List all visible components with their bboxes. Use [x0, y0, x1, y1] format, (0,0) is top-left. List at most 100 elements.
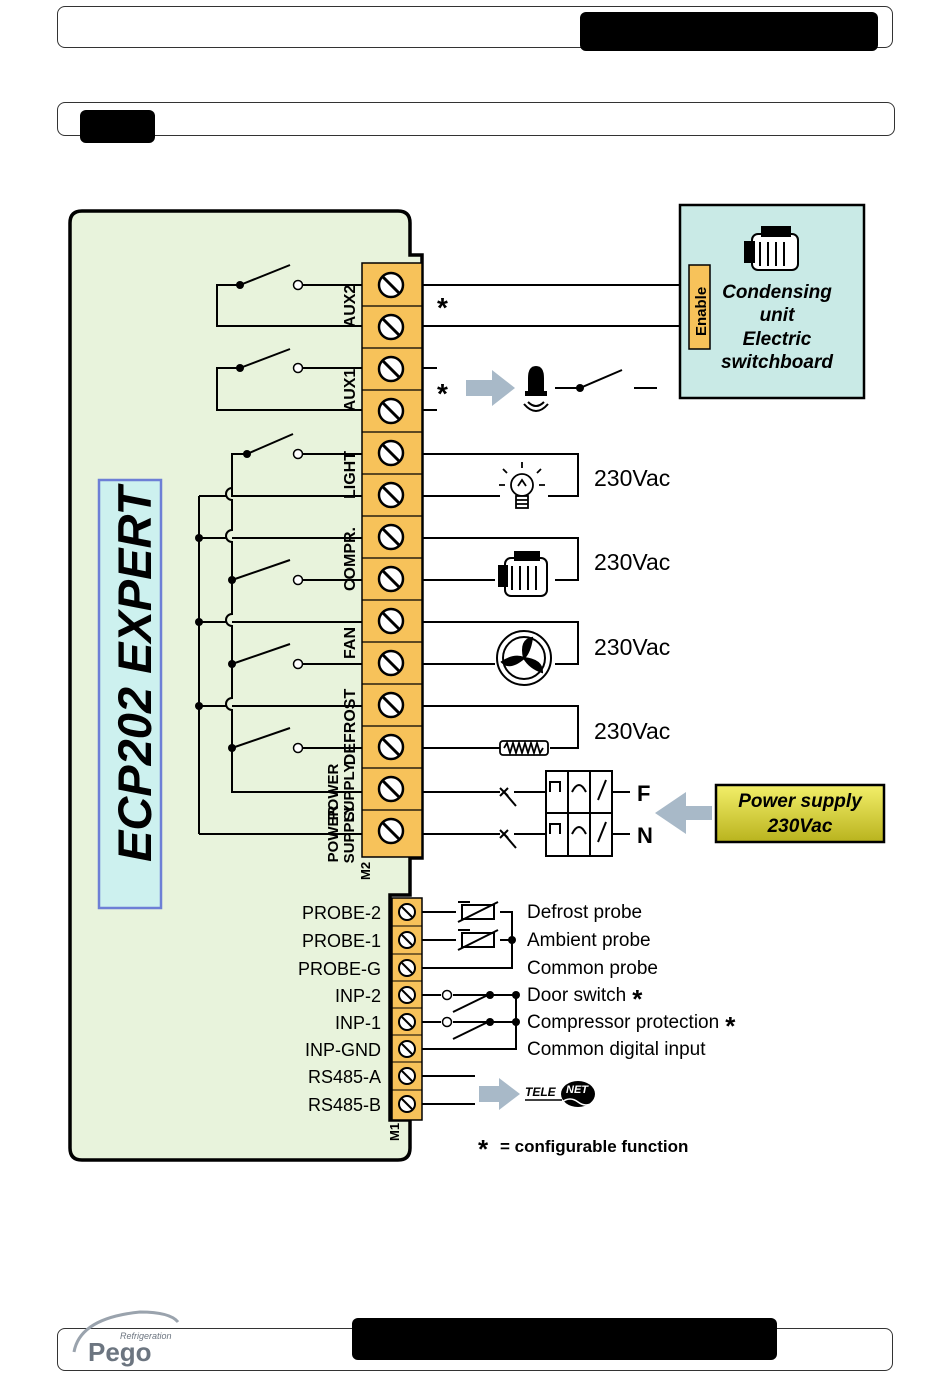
telenet-net: NET — [566, 1084, 589, 1096]
power-supply-line2: 230Vac — [767, 816, 833, 837]
breaker-icon — [545, 770, 613, 857]
m2-screw-icon — [377, 733, 405, 761]
m2-screw-icon — [377, 775, 405, 803]
enable-label: Enable — [693, 287, 710, 336]
condensing-line4: switchboard — [721, 352, 833, 373]
footer-black-bar — [352, 1318, 777, 1360]
light-bulb-icon — [499, 462, 545, 509]
m2-label-aux1: AUX1 — [342, 369, 359, 412]
m2-label-aux2: AUX2 — [342, 285, 359, 328]
siren-icon — [523, 366, 549, 412]
configurable-star: * — [632, 984, 643, 1014]
voltage-label: 230Vac — [594, 465, 670, 491]
condensing-line1: Condensing — [722, 282, 832, 303]
voltage-label: 230Vac — [594, 718, 670, 744]
m1-screw-icon — [398, 986, 416, 1004]
m2-screw-icon — [377, 649, 405, 677]
legend-text: = configurable function — [500, 1137, 688, 1156]
m1-screw-icon — [398, 1040, 416, 1058]
pego-logo-text: Pego — [88, 1337, 152, 1367]
fan-icon — [496, 630, 552, 686]
section-number-badge — [80, 110, 155, 143]
relay-open-contacts — [292, 279, 304, 754]
m1-terminal-label: RS485-A — [308, 1067, 381, 1087]
m2-terminal-block — [361, 262, 423, 858]
pego-logo-sub: Refrigeration — [120, 1331, 172, 1341]
enable-tag — [688, 264, 711, 350]
device-name-panel — [97, 478, 163, 910]
m2-screw-icon — [377, 397, 405, 425]
m2-label-light: LIGHT — [342, 451, 359, 499]
m1-terminal-label: INP-GND — [305, 1040, 381, 1060]
m2-screw-icon — [377, 355, 405, 383]
m1-terminal-description: Door switch — [527, 985, 626, 1006]
m1-terminal-label: PROBE-G — [298, 959, 381, 979]
voltage-label: 230Vac — [594, 634, 670, 660]
telenet-arrow-icon — [479, 1078, 520, 1110]
m2-screw-icon — [377, 271, 405, 299]
condensing-compressor-icon — [744, 226, 799, 271]
condensing-line3: Electric — [743, 329, 812, 350]
m2-screw-icon — [377, 439, 405, 467]
heater-icon — [499, 739, 549, 757]
power-supply-line1: Power supply — [738, 791, 863, 812]
m2-label-fan: FAN — [342, 627, 359, 659]
m1-terminal-description: Defrost probe — [527, 902, 642, 923]
legend-star: * — [478, 1134, 489, 1164]
m1-terminal-label: RS485-B — [308, 1095, 381, 1115]
m1-screw-icon — [398, 1067, 416, 1085]
m1-terminal-description: Compressor protection — [527, 1012, 719, 1033]
m1-terminal-label: PROBE-2 — [302, 903, 381, 923]
m2-label-compr: COMPR. — [342, 527, 359, 591]
aux1-star: * — [437, 378, 448, 409]
m1-screw-icon — [398, 959, 416, 977]
m1-terminal-description: Common digital input — [527, 1039, 706, 1060]
header-title-bar — [580, 12, 878, 51]
voltage-labels: 230Vac 230Vac 230Vac 230Vac — [594, 465, 670, 744]
m2-screw-icon — [377, 565, 405, 593]
compressor-icon — [498, 551, 548, 597]
power-switch-icons — [499, 787, 517, 849]
m1-label: M1 — [387, 1123, 402, 1141]
neutral-label: N — [637, 823, 653, 848]
m1-screw-icon — [398, 1013, 416, 1031]
section-frame — [57, 102, 895, 136]
wiring-nodes — [195, 281, 251, 752]
internal-wiring — [198, 264, 362, 835]
m1-screw-icon — [398, 1095, 416, 1113]
m1-screw-icon — [398, 931, 416, 949]
aux2-star: * — [437, 292, 448, 323]
m2-screw-icon — [377, 313, 405, 341]
controller-board — [68, 209, 424, 1162]
probe-icons — [457, 901, 499, 951]
m2-label: M2 — [358, 862, 373, 880]
m1-terminal-label: INP-1 — [335, 1013, 381, 1033]
m1-screw-icon — [398, 903, 416, 921]
m1-terminal-label: PROBE-1 — [302, 931, 381, 951]
aux1-arrow-icon — [466, 370, 515, 406]
power-supply-arrow-icon — [655, 792, 712, 834]
telenet-tele: TELE — [525, 1085, 557, 1099]
m1-terminal-description: Ambient probe — [527, 930, 651, 951]
m1-terminal-description: Common probe — [527, 958, 658, 979]
m2-screw-icon — [377, 691, 405, 719]
telenet-logo: TELE NET — [525, 1081, 595, 1107]
voltage-label: 230Vac — [594, 549, 670, 575]
power-supply-panel — [714, 783, 886, 844]
condensing-line2: unit — [760, 305, 795, 326]
external-wiring — [422, 284, 680, 1105]
m1-terminal-block — [391, 897, 423, 1121]
m2-screw-icon — [377, 523, 405, 551]
m2-screw-icon — [377, 607, 405, 635]
configurable-star: * — [725, 1011, 736, 1041]
device-name: ECP202 EXPERT — [108, 482, 161, 862]
m2-label-defrost: DEFROST — [342, 689, 359, 766]
m2-screw-icon — [377, 817, 405, 845]
pego-logo: Refrigeration Pego — [72, 1310, 180, 1367]
m1-terminal-label: INP-2 — [335, 986, 381, 1006]
phase-label: F — [637, 781, 650, 806]
m2-screw-icon — [377, 481, 405, 509]
